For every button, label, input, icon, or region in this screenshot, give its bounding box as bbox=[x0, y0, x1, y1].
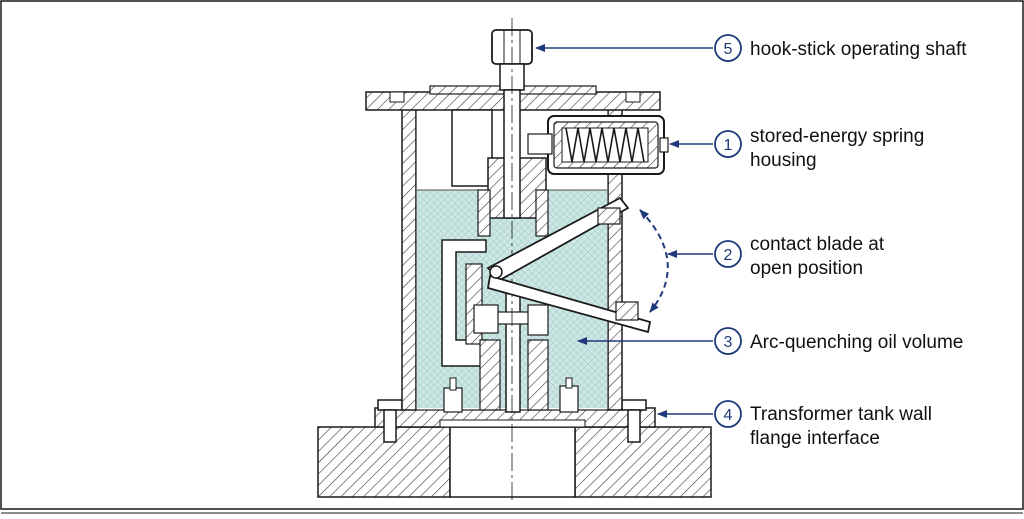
callout-number-badge bbox=[714, 327, 742, 355]
callout-number: 3 bbox=[724, 334, 733, 351]
callout-number-badge bbox=[714, 400, 742, 428]
callout-label-line-2: housing bbox=[750, 150, 817, 171]
callout-3: 3 Arc-quenching oil volume bbox=[714, 327, 963, 355]
contact-mechanism bbox=[441, 239, 549, 411]
upper-bearing-block bbox=[451, 109, 493, 187]
spring-housing bbox=[527, 115, 669, 175]
callout-label: hook-stick operating shaft bbox=[750, 39, 967, 60]
callout-number: 2 bbox=[724, 247, 733, 264]
callout-number-badge bbox=[714, 130, 742, 158]
callout-5: 5 hook-stick operating shaft bbox=[714, 34, 967, 62]
tank-wall-opening bbox=[449, 426, 576, 498]
callout-number-badge bbox=[714, 34, 742, 62]
callout-label-line-1: contact blade at bbox=[750, 234, 885, 255]
callout-number: 5 bbox=[724, 41, 733, 58]
callout-1: 1 stored-energy spring housing bbox=[714, 126, 924, 171]
callout-4: 4 Transformer tank wall flange interface bbox=[714, 400, 932, 449]
internal-studs bbox=[443, 377, 579, 413]
callout-label-line-2: open position bbox=[750, 258, 863, 279]
callout-label-line-1: Transformer tank wall bbox=[750, 404, 932, 425]
flange-bolt-left bbox=[377, 399, 403, 443]
callout-number-badge bbox=[714, 240, 742, 268]
callout-number: 1 bbox=[724, 137, 733, 154]
tank-wall-right bbox=[574, 426, 712, 498]
callout-2: 2 contact blade at open position bbox=[714, 234, 885, 279]
callout-label-line-2: flange interface bbox=[750, 428, 880, 449]
housing-wall-left bbox=[401, 107, 417, 411]
contact-blade bbox=[486, 196, 652, 334]
callout-label-line-1: stored-energy spring bbox=[750, 126, 924, 147]
callout-number: 4 bbox=[724, 407, 733, 424]
gasket bbox=[439, 419, 586, 428]
callout-label: Arc-quenching oil volume bbox=[750, 332, 963, 353]
blade-swing-arc bbox=[639, 209, 669, 313]
